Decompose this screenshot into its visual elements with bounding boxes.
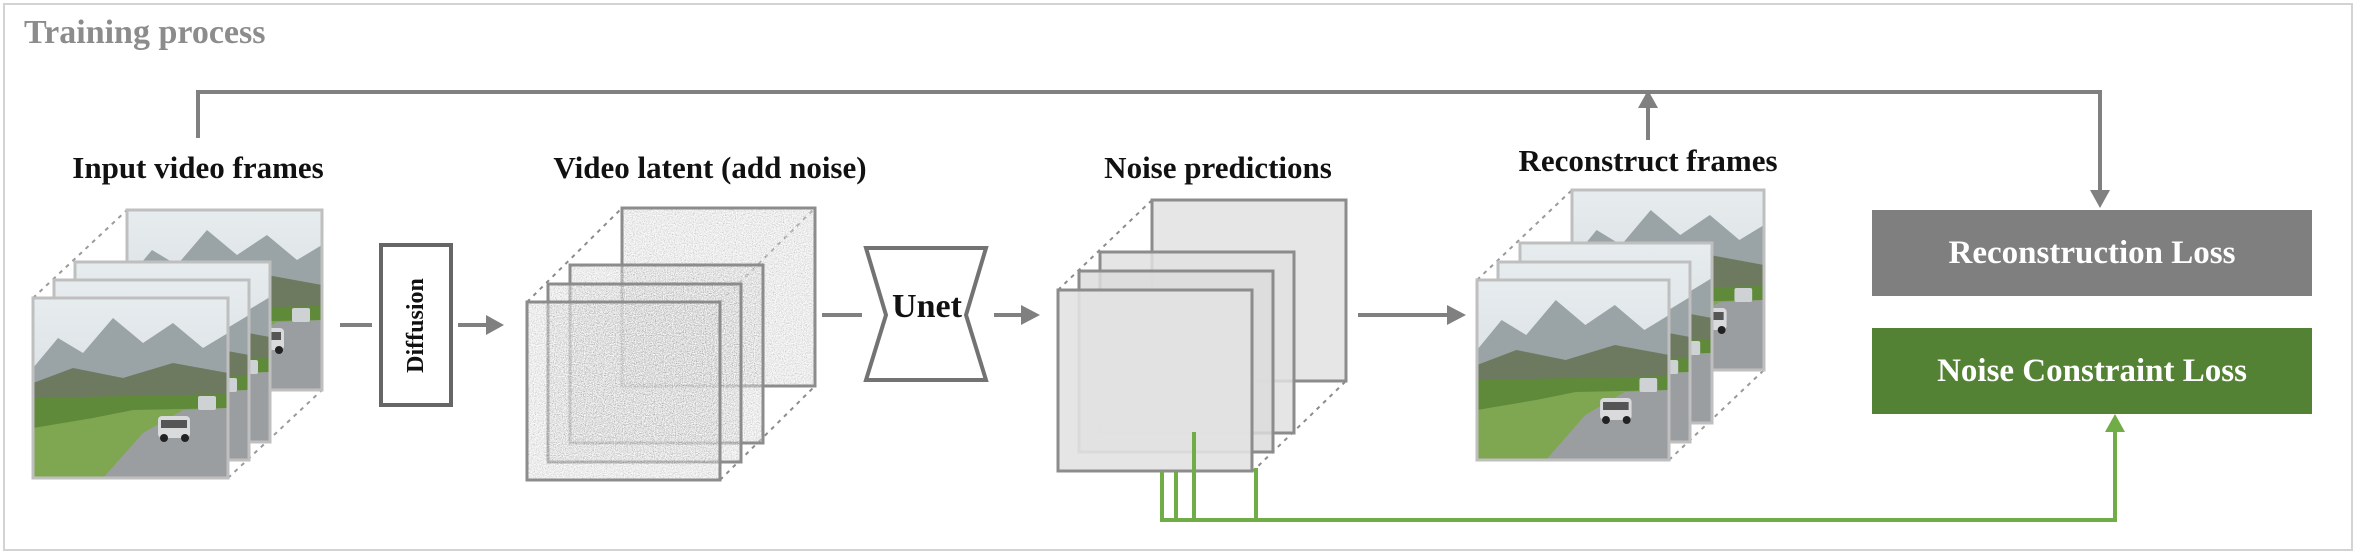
noise-latent-frame xyxy=(525,300,722,482)
input-frames-stack xyxy=(31,208,324,480)
noise-constraint-path xyxy=(1160,428,2117,522)
noise-constraint-loss-label: Noise Constraint Loss xyxy=(1937,352,2247,389)
section-title: Training process xyxy=(24,14,266,51)
diffusion-label: Diffusion xyxy=(402,277,429,373)
unet-label: Unet xyxy=(892,288,962,325)
arrow-to-noise-predictions xyxy=(994,305,1040,325)
diagram-border xyxy=(3,3,2353,551)
unet-block xyxy=(863,246,989,382)
input-frames-label: Input video frames xyxy=(72,150,324,185)
reconstruct-frames-stack xyxy=(1475,188,1766,462)
prediction-frame xyxy=(1056,288,1254,473)
video-latent-stack xyxy=(525,206,817,482)
input-frame xyxy=(31,296,230,480)
reconstruction-loss-box: Reconstruction Loss xyxy=(1872,210,2312,296)
noise-predictions-label: Noise predictions xyxy=(1104,150,1332,185)
reconstruction-feedback-path xyxy=(196,90,2110,208)
arrow-to-latent xyxy=(458,315,504,335)
reconstruction-loss-label: Reconstruction Loss xyxy=(1948,234,2236,271)
video-latent-label: Video latent (add noise) xyxy=(553,150,867,185)
arrow-to-reconstruct xyxy=(1358,305,1466,325)
diffusion-block: Diffusion xyxy=(379,243,453,407)
reconstruct-frame xyxy=(1475,278,1671,462)
reconstruct-frames-label: Reconstruct frames xyxy=(1518,143,1778,178)
noise-constraint-loss-box: Noise Constraint Loss xyxy=(1872,328,2312,414)
noise-predictions-stack xyxy=(1056,198,1348,473)
reconstruct-up-arrow xyxy=(1638,90,1658,140)
noise-constraint-arrowhead xyxy=(2105,414,2125,432)
